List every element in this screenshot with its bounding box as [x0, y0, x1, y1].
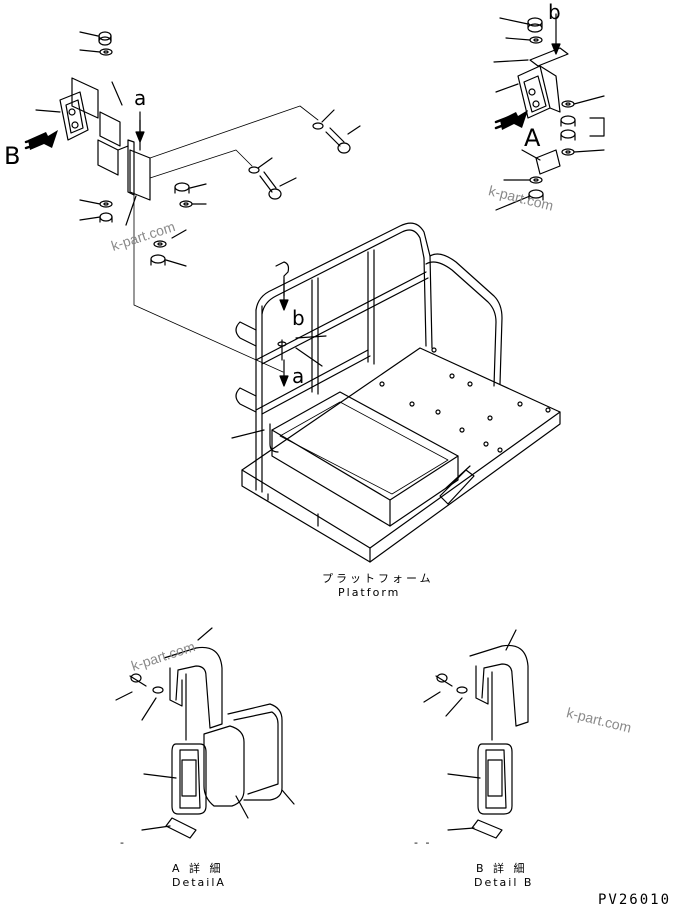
detail-b-drawing: [423, 629, 529, 839]
callout-b-top: b: [548, 0, 561, 24]
detail-a-drawing: [115, 627, 295, 839]
drawing-code: PV26010: [598, 892, 672, 908]
detail-b-dash: - -: [414, 836, 432, 849]
left-mirror-bracket-assembly: [24, 31, 361, 373]
callout-b-rail: b: [292, 306, 305, 330]
platform-label-en: Platform: [338, 586, 401, 599]
detail-a-label-jp: A 詳 細: [172, 862, 224, 875]
detail-a-label-en: DetailA: [172, 876, 226, 889]
callout-a-top: a: [134, 86, 147, 110]
platform-with-handrail: [231, 222, 561, 563]
callout-a-rail: a: [292, 364, 305, 388]
platform-label-jp: プラットフォーム: [322, 572, 434, 585]
detail-a-dash: -: [120, 836, 126, 849]
view-b-label: B: [4, 142, 21, 170]
detail-b-label-jp: B 詳 細: [476, 862, 528, 875]
right-mirror-bracket-assembly: [493, 13, 605, 211]
view-a-label: A: [524, 124, 541, 152]
detail-b-label-en: Detail B: [474, 876, 534, 889]
